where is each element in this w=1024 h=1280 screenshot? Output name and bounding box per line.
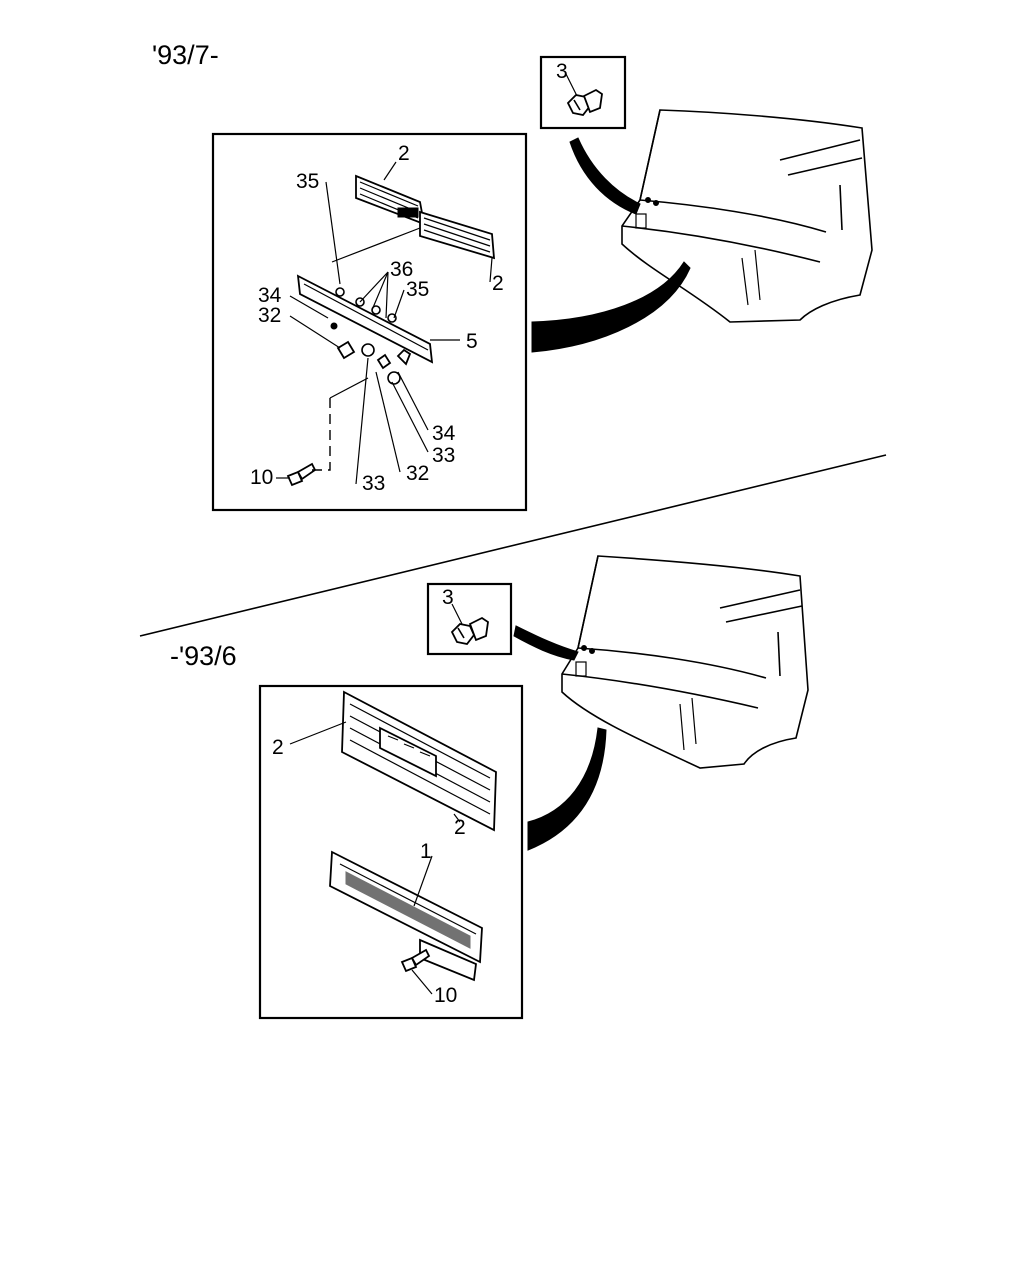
label-35-upper-b: 35 bbox=[406, 278, 429, 301]
lower-date-range: -'93/6 bbox=[170, 641, 237, 671]
upper-screw bbox=[286, 462, 317, 487]
label-35-upper-a: 35 bbox=[296, 170, 319, 193]
label-10-upper: 10 bbox=[250, 466, 273, 489]
section-divider bbox=[139, 454, 887, 637]
label-10-lower: 10 bbox=[434, 984, 457, 1007]
label-2-lower-a: 2 bbox=[272, 736, 284, 759]
label-3-upper: 3 bbox=[556, 60, 568, 83]
label-33-upper-b: 33 bbox=[362, 472, 385, 495]
clip-pointer-arrow bbox=[513, 625, 579, 661]
label-34-upper-a: 34 bbox=[258, 284, 282, 307]
upper-grille-inset bbox=[211, 132, 528, 512]
upper-front-grille bbox=[355, 174, 496, 260]
upper-clip-inset: 3 bbox=[539, 55, 627, 130]
clip-pointer-arrow bbox=[569, 137, 641, 215]
upper-date-range: '93/7- bbox=[152, 40, 219, 70]
upper-truck-cab bbox=[621, 109, 873, 323]
upper-section: '93/7- 3 bbox=[152, 40, 873, 512]
lower-clip-inset: 3 bbox=[426, 582, 513, 656]
label-3-lower: 3 bbox=[442, 586, 454, 609]
label-2-upper-b: 2 bbox=[492, 272, 504, 295]
label-32-upper-b: 32 bbox=[406, 462, 429, 485]
clip-part-icon bbox=[566, 88, 603, 116]
lower-front-grille bbox=[341, 690, 497, 832]
label-34-upper-b: 34 bbox=[432, 422, 456, 445]
label-2-lower-b: 2 bbox=[454, 816, 466, 839]
label-1-lower: 1 bbox=[420, 840, 432, 863]
label-5-upper: 5 bbox=[466, 330, 478, 353]
lower-screw bbox=[400, 948, 431, 973]
grille-pointer-arrow bbox=[527, 727, 607, 851]
upper-reinforcement-bar bbox=[296, 274, 434, 364]
upper-fasteners bbox=[336, 340, 412, 385]
lower-grille-inset bbox=[258, 684, 524, 1020]
lower-grille-panel bbox=[329, 850, 483, 982]
lower-section: -'93/6 3 bbox=[170, 555, 809, 1020]
clip-part-icon bbox=[450, 616, 489, 645]
label-33-upper-a: 33 bbox=[432, 444, 455, 467]
grille-pointer-arrow bbox=[531, 261, 691, 353]
label-2-upper-a: 2 bbox=[398, 142, 410, 165]
lower-truck-cab bbox=[561, 555, 809, 769]
label-36-upper: 36 bbox=[390, 258, 413, 281]
label-32-upper-a: 32 bbox=[258, 304, 281, 327]
